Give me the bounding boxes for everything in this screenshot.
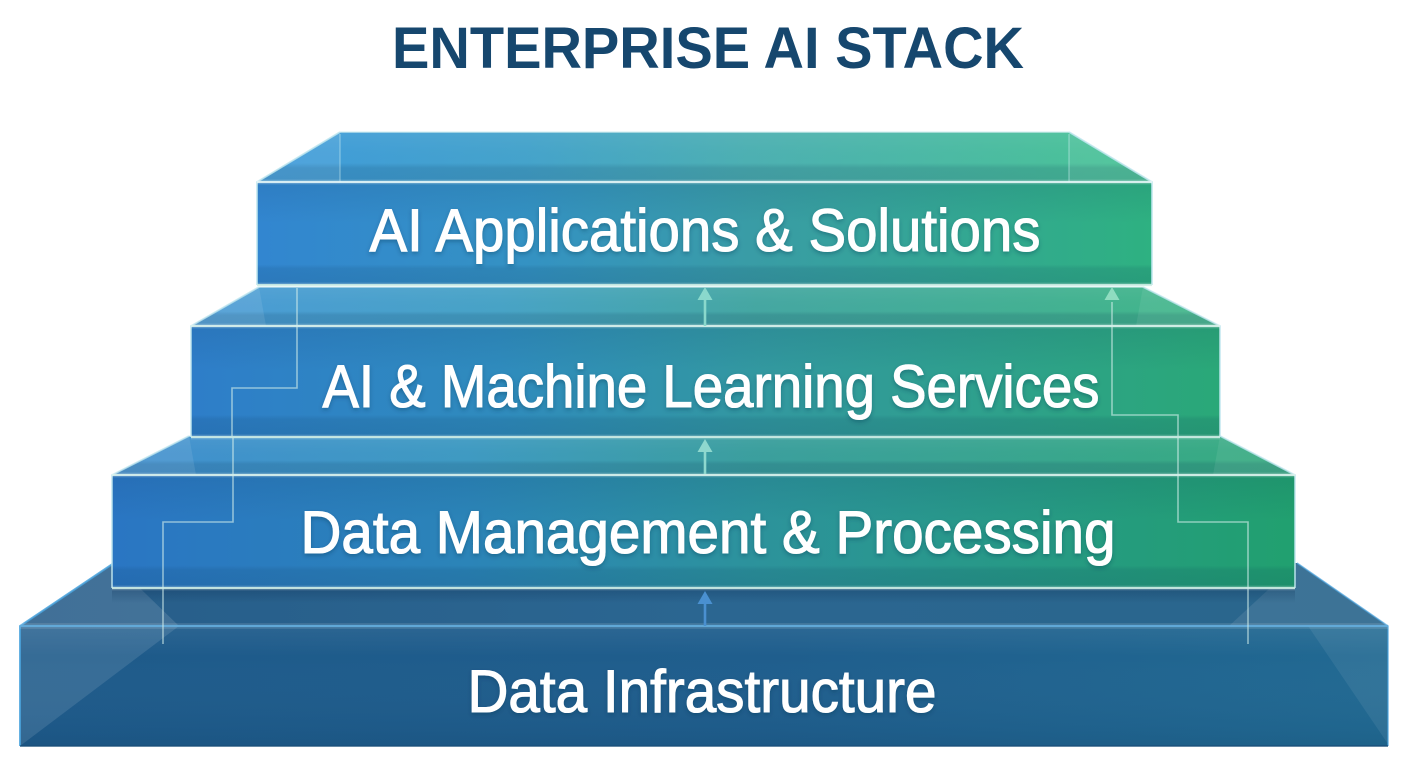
svg-text:Data Infrastructure: Data Infrastructure bbox=[468, 658, 937, 725]
svg-text:AI & Machine Learning Services: AI & Machine Learning Services bbox=[323, 353, 1100, 420]
svg-text:ENTERPRISE AI STACK: ENTERPRISE AI STACK bbox=[392, 16, 1024, 81]
svg-text:AI Applications & Solutions: AI Applications & Solutions bbox=[370, 197, 1041, 264]
svg-text:Data Management & Processing: Data Management & Processing bbox=[301, 499, 1116, 566]
